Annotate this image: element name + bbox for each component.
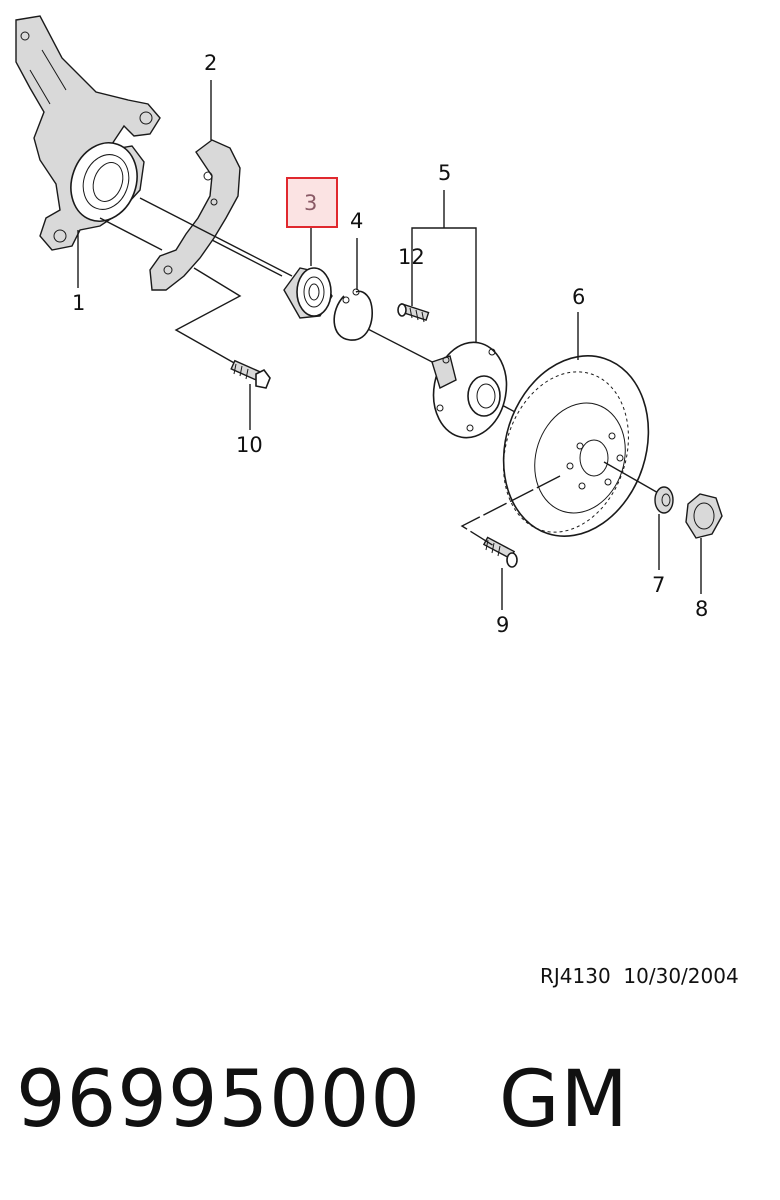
callout-2[interactable]: 2: [204, 51, 217, 75]
brand-name: GM: [499, 1055, 629, 1145]
footer: 96995000 GM: [16, 1055, 629, 1145]
callout-9[interactable]: 9: [496, 613, 509, 637]
highlight-box: [286, 177, 338, 228]
exploded-parts-diagram: 1 2 3 4 5 12 6 7 8 9 10: [15, 15, 723, 637]
wheel-hub[interactable]: [426, 336, 514, 443]
splash-shield[interactable]: [149, 139, 241, 291]
wheel-bearing[interactable]: [283, 267, 333, 319]
drawing-reference: RJ4130 10/30/2004: [540, 964, 739, 988]
part-number: 96995000: [16, 1055, 422, 1145]
callout-7[interactable]: 7: [652, 573, 665, 597]
shield-bolt[interactable]: [230, 359, 271, 389]
steering-knuckle[interactable]: [15, 15, 161, 251]
washer[interactable]: [654, 486, 674, 514]
brake-disc[interactable]: [481, 337, 671, 555]
callout-3[interactable]: 3: [304, 191, 317, 215]
drawing-code: RJ4130: [540, 964, 611, 988]
callout-6[interactable]: 6: [572, 285, 585, 309]
callout-12[interactable]: 12: [398, 245, 425, 269]
snap-ring[interactable]: [333, 288, 374, 341]
disc-screw[interactable]: [482, 536, 518, 568]
callout-1[interactable]: 1: [72, 291, 85, 315]
callout-10[interactable]: 10: [236, 433, 263, 457]
callout-8[interactable]: 8: [695, 597, 708, 621]
callout-4[interactable]: 4: [350, 209, 363, 233]
hub-stud[interactable]: [397, 302, 430, 323]
drawing-date: 10/30/2004: [623, 964, 739, 988]
hub-nut[interactable]: [685, 493, 723, 539]
callout-5[interactable]: 5: [438, 161, 451, 185]
